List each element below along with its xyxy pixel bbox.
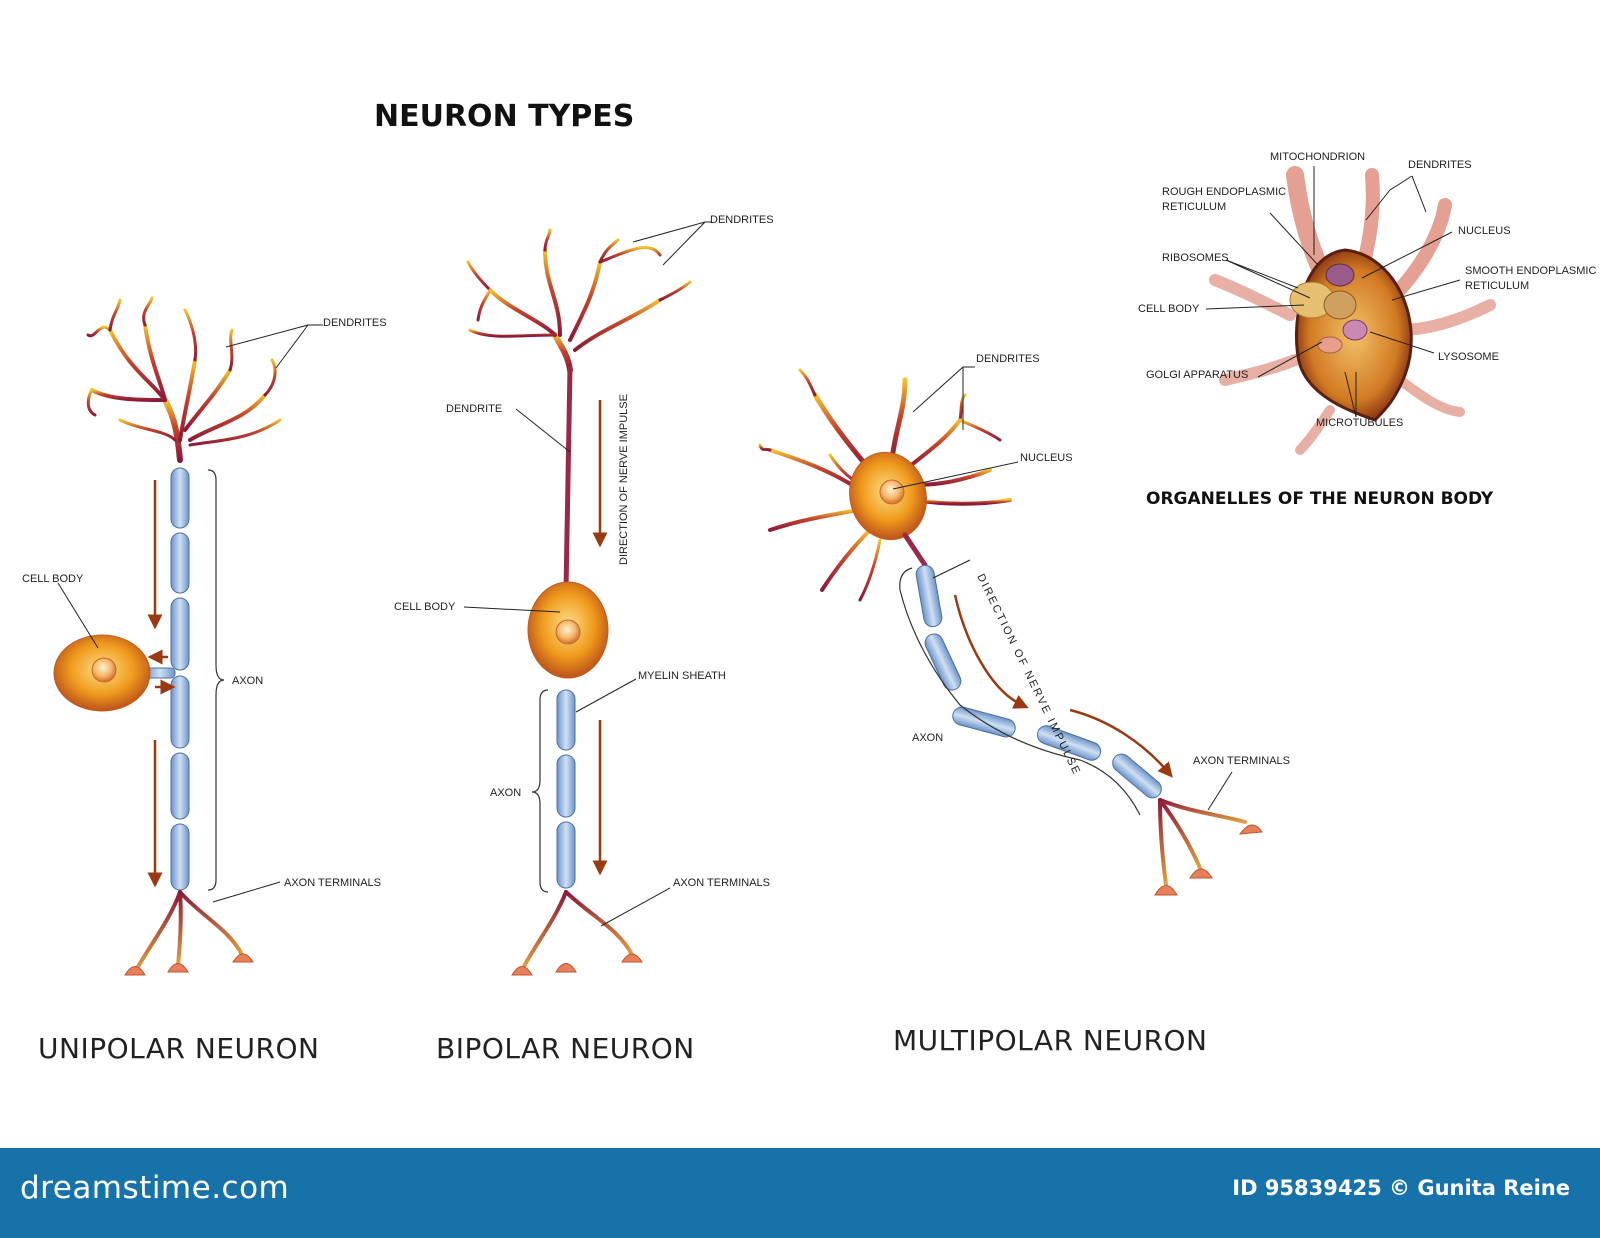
organelle-ribosomes-label: RIBOSOMES	[1162, 252, 1229, 264]
bipolar-dendrites	[466, 228, 692, 373]
organelle-rough-er-label-1: ROUGH ENDOPLASMIC	[1162, 186, 1286, 198]
image-credit: ID 95839425 © Gunita Reine	[1232, 1176, 1570, 1200]
dreamstime-logo[interactable]: dreamstime.com	[20, 1170, 290, 1206]
multipolar-dendrites-label: DENDRITES	[976, 353, 1040, 365]
multipolar-axon-hillock	[902, 532, 928, 568]
multipolar-direction-label-part1: DIRECTION OF NERVE IMPULSE	[974, 572, 1083, 778]
organelle-dendrites-label: DENDRITES	[1408, 159, 1472, 171]
bipolar-direction-label: DIRECTION OF NERVE IMPULSE	[618, 394, 630, 565]
organelle-nucleus-label: NUCLEUS	[1458, 225, 1511, 237]
organelle-mitochondrion-label: MITOCHONDRION	[1270, 151, 1365, 163]
multipolar-axon-label: AXON	[912, 732, 943, 744]
bipolar-myelin-sheath	[556, 689, 576, 889]
multipolar-axon-terminals-label: AXON TERMINALS	[1193, 755, 1290, 767]
unipolar-axon-terminals	[124, 890, 254, 976]
multipolar-neuron: DENDRITES NUCLEUS AXON AXON TERMINALS DI…	[758, 353, 1290, 1057]
diagram-title: NEURON TYPES	[374, 99, 634, 134]
organelles-title: ORGANELLES OF THE NEURON BODY	[1146, 489, 1494, 509]
organelle-golgi	[1317, 336, 1343, 354]
bipolar-dendrite-shaft	[563, 365, 573, 593]
bipolar-dendrites-label: DENDRITES	[710, 214, 774, 226]
multipolar-axon-brace	[899, 567, 1141, 816]
bipolar-cell-body-label: CELL BODY	[394, 601, 456, 613]
bipolar-dendrite-label: DENDRITE	[446, 403, 502, 415]
bipolar-neuron: DENDRITES DENDRITE DIRECTION OF NERVE IM…	[394, 214, 774, 1065]
neuron-types-diagram: NEURON TYPES	[22, 99, 1596, 1065]
organelle-microtubules-label: MICROTUBULES	[1316, 417, 1403, 429]
organelle-cell-body-label: CELL BODY	[1138, 303, 1200, 315]
unipolar-dendrites-label: DENDRITES	[323, 317, 387, 329]
footer-bar: dreamstime.com ID 95839425 © Gunita Rein…	[0, 1148, 1600, 1238]
unipolar-axon-terminals-label: AXON TERMINALS	[284, 877, 381, 889]
multipolar-nucleus	[879, 479, 905, 505]
multipolar-arrow-1	[953, 594, 1029, 709]
organelles-detail: MITOCHONDRION DENDRITES ROUGH ENDOPLASMI…	[1138, 151, 1596, 509]
organelle-rough-er-label-2: RETICULUM	[1162, 201, 1226, 213]
multipolar-nucleus-label: NUCLEUS	[1020, 452, 1073, 464]
multipolar-arrow-2	[1069, 708, 1173, 778]
unipolar-myelin-sheath	[170, 467, 190, 891]
multipolar-axon-terminals	[1154, 798, 1263, 896]
unipolar-nucleus	[91, 657, 117, 683]
bipolar-axon-label: AXON	[490, 787, 521, 799]
bipolar-nucleus	[555, 619, 581, 645]
unipolar-axon-brace	[207, 469, 225, 891]
unipolar-dendrites	[86, 296, 282, 463]
organelle-smooth-er-label-1: SMOOTH ENDOPLASMIC	[1465, 265, 1596, 277]
unipolar-neuron-name: UNIPOLAR NEURON	[38, 1032, 319, 1065]
organelle-smooth-er-label-2: RETICULUM	[1465, 280, 1529, 292]
organelle-mitochondrion	[1325, 263, 1355, 287]
unipolar-neuron: DENDRITES CELL BODY AXON AXON TERMINALS …	[22, 296, 387, 1065]
organelle-lysosome	[1342, 319, 1368, 341]
bipolar-axon-terminals	[511, 890, 643, 976]
unipolar-axon-label: AXON	[232, 675, 263, 687]
organelle-golgi-label: GOLGI APPARATUS	[1146, 369, 1248, 381]
unipolar-cell-body-label: CELL BODY	[22, 573, 84, 585]
organelle-nucleus	[1323, 290, 1357, 320]
multipolar-neuron-name: MULTIPOLAR NEURON	[893, 1024, 1208, 1057]
bipolar-neuron-name: BIPOLAR NEURON	[436, 1032, 695, 1065]
bipolar-myelin-sheath-label: MYELIN SHEATH	[638, 670, 726, 682]
organelle-lysosome-label: LYSOSOME	[1438, 351, 1499, 363]
bipolar-axon-terminals-label: AXON TERMINALS	[673, 877, 770, 889]
bipolar-axon-brace	[531, 689, 549, 893]
